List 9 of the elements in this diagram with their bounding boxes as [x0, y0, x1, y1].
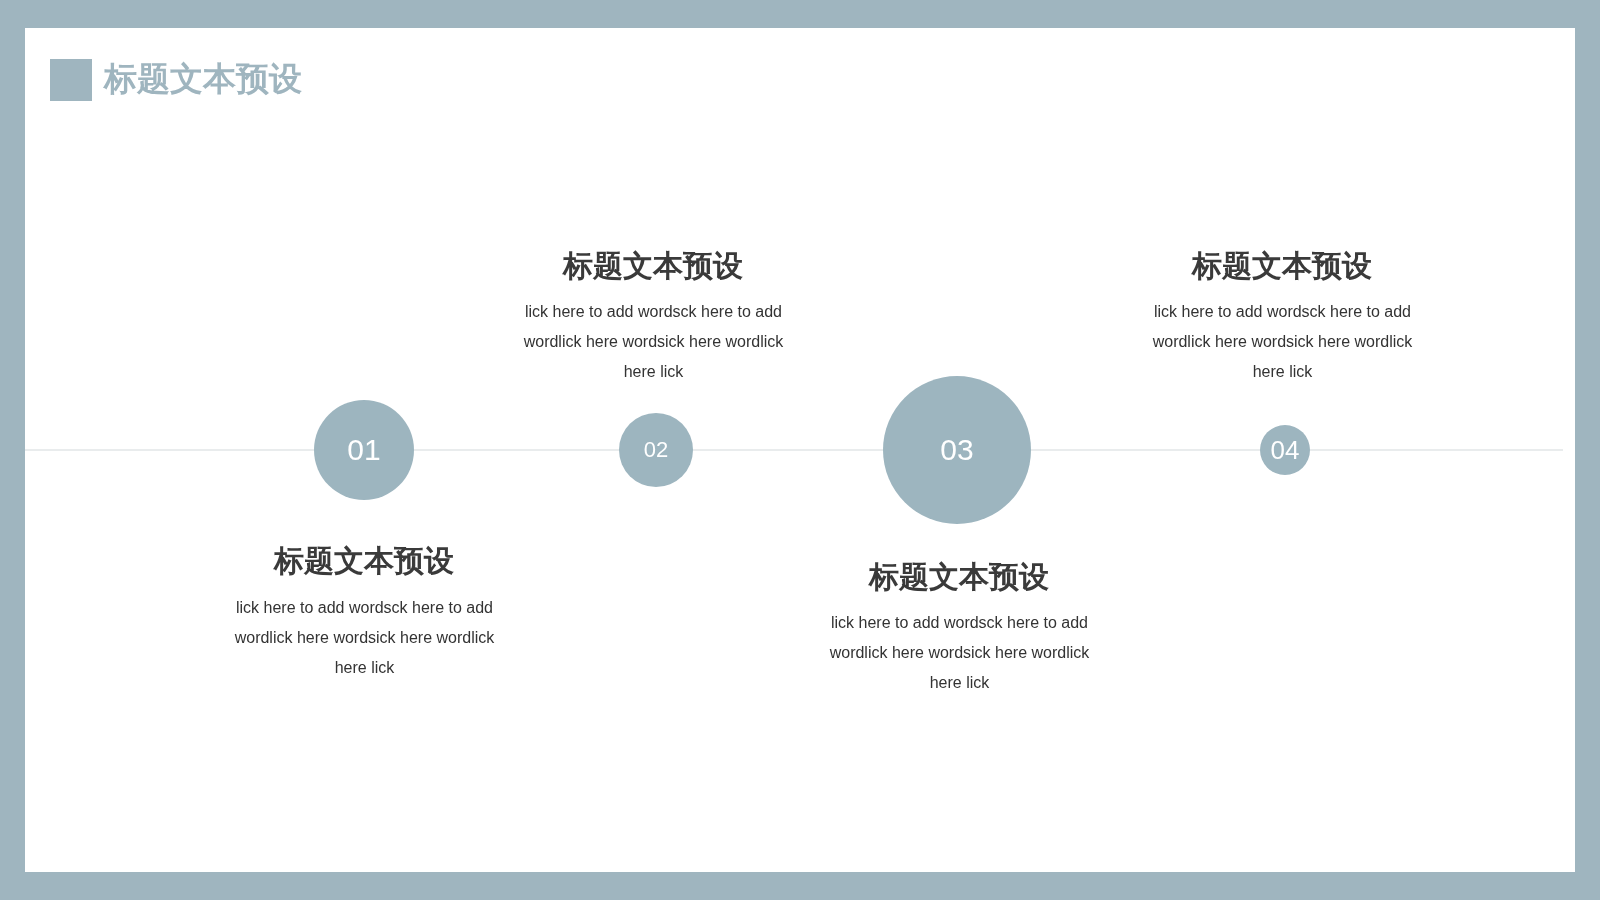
step-heading: 标题文本预设 [1190, 248, 1373, 284]
step-description: lick here to add wordsck here to add wordlick here wordsick here wordlick here lick [1151, 302, 1414, 382]
step-description: lick here to add wordsck here to add wordlick here wordsick here wordlick here lick [522, 302, 785, 382]
step-description: lick here to add wordsck here to add wordlick here wordsick here wordlick here lick [828, 613, 1091, 693]
step-description: lick here to add wordsck here to add wordlick here wordsick here wordlick here lick [233, 598, 496, 678]
step-heading: 标题文本预设 [561, 248, 744, 284]
slide-title: 标题文本预设 [104, 59, 302, 99]
step-heading: 标题文本预设 [867, 559, 1050, 595]
step-heading: 标题文本预设 [272, 543, 455, 579]
